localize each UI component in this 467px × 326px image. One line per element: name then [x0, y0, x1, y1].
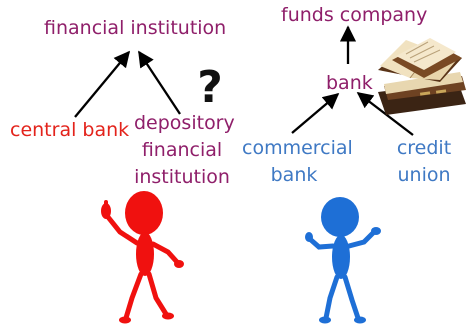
arrow-depository-to-financial [138, 50, 181, 115]
financial-institution-label: financial institution [44, 17, 227, 39]
arrow-commercial-to-bank [291, 92, 340, 134]
commercial-bank-label: commercial bank [242, 137, 353, 186]
credit-union-label: credit union [396, 137, 452, 186]
arrow-central-to-financial [74, 50, 131, 118]
bank-label: bank [326, 72, 373, 94]
central-bank-label: central bank [10, 119, 130, 141]
arrow-credit-to-bank [356, 92, 414, 136]
funds-company-label: funds company [281, 4, 428, 26]
depository-financial-institution-label: depository financial institution [134, 112, 235, 188]
question-mark: ? [197, 62, 223, 113]
